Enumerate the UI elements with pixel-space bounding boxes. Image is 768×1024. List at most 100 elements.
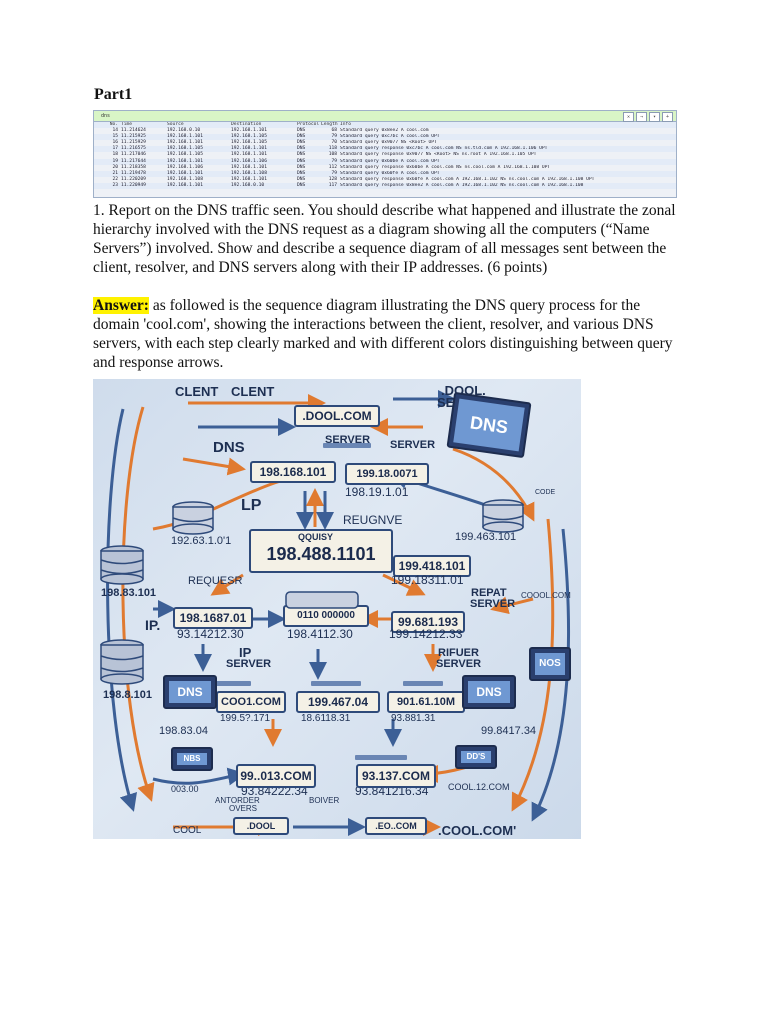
eo-com-box: .EO..COM bbox=[365, 817, 427, 835]
display-filter-bar: dns ✕→▾+ bbox=[94, 111, 676, 122]
database-icon bbox=[100, 639, 144, 685]
col-length: Length bbox=[321, 122, 338, 127]
ip-label-c: 198.83.101 bbox=[101, 587, 157, 599]
cell-info: Standard query response 0x8ee2 A cool.co… bbox=[340, 182, 584, 188]
client-label-2: CLENT bbox=[231, 384, 275, 399]
answer-label: Answer: bbox=[93, 297, 149, 314]
cell-destination: 192.168.0.10 bbox=[231, 182, 265, 188]
cell-protocol: DNS bbox=[297, 134, 306, 140]
antorder-label: ANTORDER bbox=[215, 796, 260, 805]
tag-bar bbox=[211, 681, 251, 686]
ip-label-f: 198.83.04 bbox=[159, 725, 208, 737]
ip-box-7: 199.18311.01 bbox=[391, 573, 464, 587]
part-heading: Part1 bbox=[94, 86, 133, 103]
request-label: REQUESR bbox=[188, 575, 243, 587]
dns-monitor-right-screen: DNS bbox=[468, 681, 510, 703]
tag-bar bbox=[403, 681, 443, 686]
answer-paragraph: Answer: as followed is the sequence diag… bbox=[93, 296, 678, 372]
cell-source: 192.168.1.106 bbox=[167, 164, 203, 170]
cell-source: 192.168.1.101 bbox=[167, 182, 203, 188]
tag-bar bbox=[323, 443, 371, 448]
packet-list: No. Time Source Destination Protocol Len… bbox=[94, 122, 676, 190]
dns-laptop-top: DNS bbox=[446, 391, 532, 459]
col-no: No. bbox=[109, 122, 118, 127]
cell-destination: 192.168.1.101 bbox=[231, 164, 267, 170]
overs-label: OVERS bbox=[229, 804, 258, 813]
cell-length: 128 bbox=[328, 176, 337, 182]
ip-label-b: 199.463.101 bbox=[455, 531, 517, 543]
tag-bar bbox=[355, 755, 407, 760]
ip-box-3: 198.19.1.01 bbox=[345, 485, 409, 499]
reuenve-label: REUGNVE bbox=[343, 513, 403, 527]
col-source: Source bbox=[167, 122, 184, 127]
cell-destination: 192.168.1.106 bbox=[231, 158, 267, 164]
cell-destination: 192.168.1.101 bbox=[231, 152, 267, 158]
cell-protocol: DNS bbox=[297, 140, 306, 146]
answer-text: as followed is the sequence diagram illu… bbox=[93, 297, 673, 371]
cell-protocol: DNS bbox=[297, 152, 306, 158]
cell-source: 192.168.1.105 bbox=[167, 146, 203, 152]
cell-no: 14 bbox=[112, 128, 118, 134]
cell-protocol: DNS bbox=[297, 176, 306, 182]
router-icon bbox=[285, 591, 359, 609]
domain-box-1: 99..013.COM bbox=[236, 764, 316, 788]
cell-info: Standard query 0x60be A cool.com OPT bbox=[340, 158, 440, 164]
cell-no: 20 bbox=[112, 164, 118, 170]
ip-box-9: 93.14212.30 bbox=[177, 627, 244, 641]
server-label-2: SERVER bbox=[390, 439, 436, 451]
cell-info: Standard query response 0x9077 NS <Root>… bbox=[340, 152, 537, 158]
lp-label: LP bbox=[241, 497, 262, 514]
ip-label-a: 192.63.1.0'1 bbox=[171, 535, 232, 547]
dool-box: .DOOL bbox=[233, 817, 289, 835]
dds-monitor-screen: DD'S bbox=[461, 751, 491, 763]
cell-protocol: DNS bbox=[297, 146, 306, 152]
dds-monitor: DD'S bbox=[455, 745, 497, 769]
cell-no: 21 bbox=[112, 170, 118, 176]
apply-arrow-icon: → bbox=[636, 112, 647, 122]
cell-time: 11.214624 bbox=[121, 128, 146, 134]
col-protocol: Protocol bbox=[297, 122, 320, 127]
packet-capture-screenshot: dns ✕→▾+ No. Time Source Destination Pro… bbox=[93, 110, 677, 198]
cell-protocol: DNS bbox=[297, 182, 306, 188]
cell-length: 112 bbox=[328, 164, 337, 170]
add-icon: + bbox=[662, 112, 673, 122]
database-icon bbox=[172, 501, 214, 535]
cell-time: 11.215929 bbox=[121, 140, 146, 146]
cell-destination: 192.168.1.108 bbox=[231, 170, 267, 176]
ip-box-12: 99.681.193 bbox=[391, 611, 465, 633]
cell-source: 192.168.1.101 bbox=[167, 170, 203, 176]
cool-com-right-label: COOOL.COM bbox=[521, 591, 571, 600]
ip-box-8: 198.1687.01 bbox=[173, 607, 253, 629]
cell-protocol: DNS bbox=[297, 170, 306, 176]
ip-box-13: 199.14212.33 bbox=[389, 627, 463, 641]
cell-destination: 192.168.1.105 bbox=[231, 140, 267, 146]
database-icon bbox=[482, 499, 524, 533]
cell-protocol: DNS bbox=[297, 164, 306, 170]
cell-length: 118 bbox=[328, 146, 337, 152]
server-rifer-label: SERVER bbox=[436, 658, 482, 670]
cell-destination: 192.168.1.101 bbox=[231, 146, 267, 152]
boiver-label: BOIVER bbox=[309, 796, 340, 805]
cell-time: 11.216575 bbox=[121, 146, 146, 152]
cell-info: Standard query response 0x60fe A cool.co… bbox=[340, 176, 595, 182]
server-right-label: SERVER bbox=[470, 598, 516, 610]
resolver-ip-box: 198.488.1101 bbox=[249, 529, 393, 573]
ip-label-m: 003.00 bbox=[171, 784, 199, 794]
cell-info: Standard query 0x60fe A cool.com OPT bbox=[340, 170, 440, 176]
dns-left-label: DNS bbox=[213, 439, 245, 456]
cell-time: 11.215925 bbox=[121, 134, 146, 140]
cell-time: 11.217046 bbox=[121, 152, 146, 158]
dns-monitor-right: DNS bbox=[462, 675, 516, 709]
cell-destination: 192.168.1.101 bbox=[231, 128, 267, 134]
cell-no: 16 bbox=[112, 140, 118, 146]
